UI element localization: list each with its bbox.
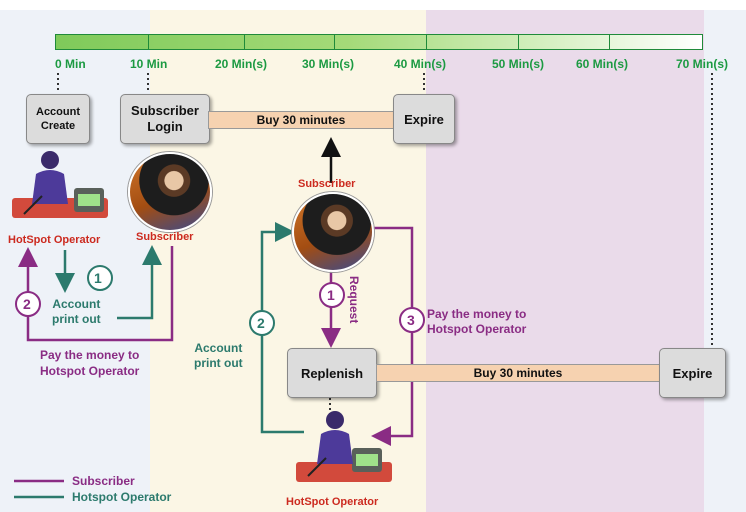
zone-background-second-period [426,10,704,512]
legend-operator: Hotspot Operator [72,490,172,504]
tick-label-40: 40 Min(s) [394,57,447,71]
subscriber-label-center: Subscriber [298,178,356,190]
account-printout-label-center: Account print out [194,341,243,370]
step-number-center-3: 3 [407,312,415,328]
tick-label-0: 0 Min [55,57,86,71]
subscriber-label-left: Subscriber [136,231,194,243]
timeline-divider [518,35,519,49]
subscriber-photo-center [292,192,374,272]
tick-label-70: 70 Min(s) [676,57,729,71]
timeline-divider [244,35,245,49]
timeline-divider [426,35,427,49]
step-number-center-1: 1 [327,287,335,303]
pay-money-label-left: Pay the money to Hotspot Operator [40,348,140,378]
request-label: Request [347,276,361,324]
timeline-divider [148,35,149,49]
replenish-box: Replenish [287,348,377,398]
account-create-box: Account Create [26,94,90,144]
top-duration-band: Buy 30 minutes [208,111,394,129]
step-number-left-1: 1 [94,270,102,286]
bottom-duration-band: Buy 30 minutes [376,364,660,382]
timeline-bar [55,34,703,50]
operator-illustration-left [12,151,108,218]
timeline-divider [609,35,610,49]
account-printout-label-left: Account print out [52,297,101,326]
tick-label-50: 50 Min(s) [492,57,545,71]
tick-label-60: 60 Min(s) [576,57,629,71]
expire-top-box: Expire [393,94,455,144]
step-number-center-2: 2 [257,315,265,331]
expire-bottom-box: Expire [659,348,726,398]
tick-label-20: 20 Min(s) [215,57,268,71]
operator-illustration-bottom [296,411,392,482]
pay-money-label-right: Pay the money to Hotspot Operator [427,307,527,336]
subscriber-photo-left [128,152,212,232]
tick-label-10: 10 Min [130,57,168,71]
hotspot-operator-label-left: HotSpot Operator [8,234,101,246]
tick-label-30: 30 Min(s) [302,57,355,71]
timeline-divider [334,35,335,49]
legend-subscriber: Subscriber [72,474,135,488]
hotspot-operator-label-bottom: HotSpot Operator [286,496,379,508]
step-number-left-2: 2 [23,296,31,312]
